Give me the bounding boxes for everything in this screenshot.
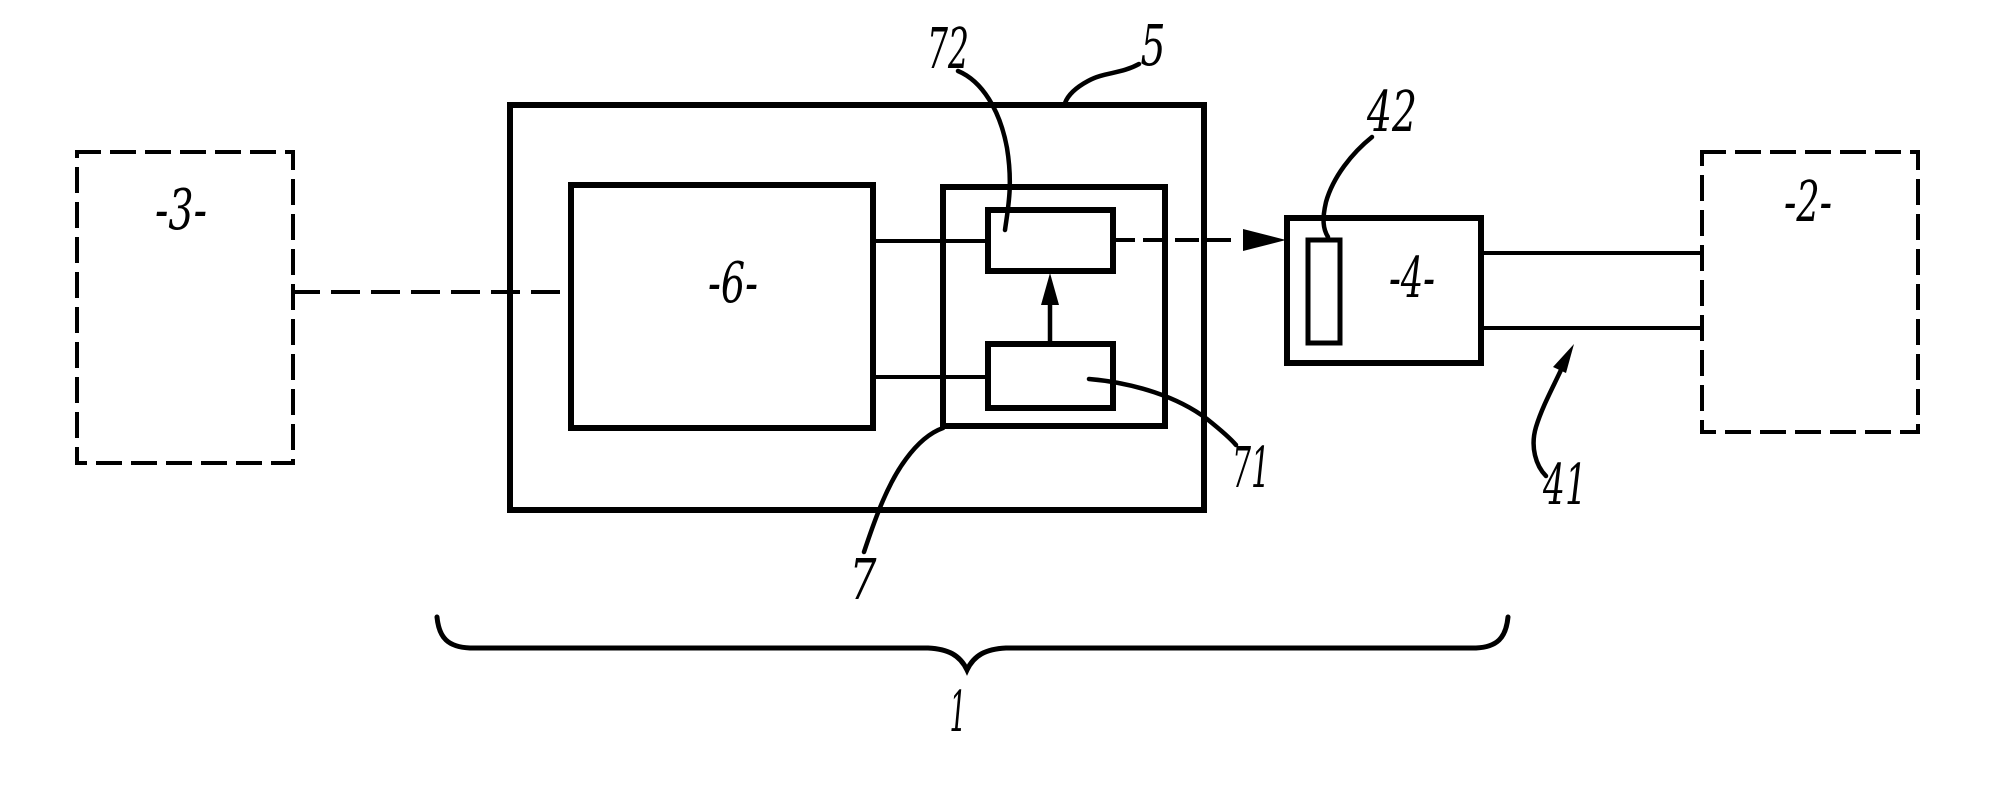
ref-label-5: 5 xyxy=(1141,14,1166,79)
dashed-arrow-72-to-4-head-icon xyxy=(1243,229,1286,251)
box-7-container-rect xyxy=(940,184,1168,429)
box-6-label: -6- xyxy=(708,251,758,316)
leader-71 xyxy=(1086,376,1239,448)
brace-1 xyxy=(434,614,1511,676)
box-4-label: -4- xyxy=(1389,246,1435,311)
leader-72 xyxy=(955,68,1013,233)
ref-label-7: 7 xyxy=(850,548,877,613)
ref-label-42: 42 xyxy=(1366,80,1417,145)
leader-42 xyxy=(1321,134,1375,240)
leader-5 xyxy=(1062,61,1142,106)
leader-41-head-icon xyxy=(1553,344,1574,373)
leader-7 xyxy=(861,425,946,555)
arrow-71-to-72-head-icon xyxy=(1041,273,1059,305)
ref-label-71: 71 xyxy=(1232,436,1270,501)
box-5-rect xyxy=(507,102,1207,513)
box-71-rect xyxy=(985,341,1116,411)
ref-label-41: 41 xyxy=(1542,453,1587,518)
box-4-rect xyxy=(1284,215,1484,366)
box-3-dashed-rect xyxy=(75,150,295,465)
ref-label-1: 1 xyxy=(950,680,967,745)
box-2-dashed-rect xyxy=(1700,150,1920,434)
box-6-rect xyxy=(568,182,876,431)
box-3-label: -3- xyxy=(155,178,207,243)
rect-42 xyxy=(1305,237,1343,346)
box-2-label: -2- xyxy=(1784,170,1832,235)
leader-41-shaft xyxy=(1531,356,1569,479)
